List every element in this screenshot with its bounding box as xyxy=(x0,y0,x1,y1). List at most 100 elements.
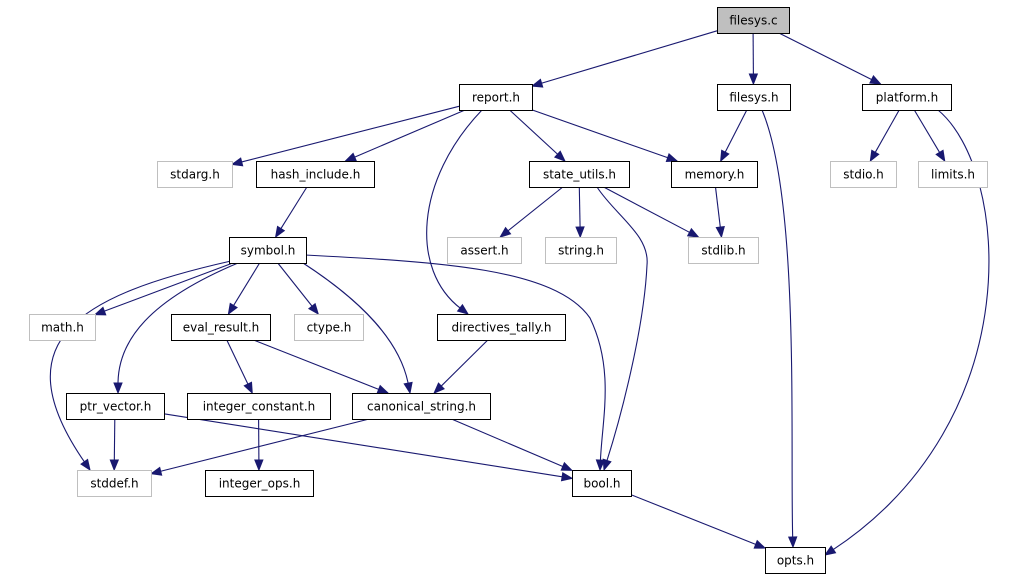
node-label: limits.h xyxy=(931,168,975,182)
node-filesys-c[interactable]: filesys.c xyxy=(717,7,790,34)
edge-bool_h-to-opts_h xyxy=(630,494,767,549)
node-symbol-h[interactable]: symbol.h xyxy=(229,237,307,264)
node-integer-constant-h[interactable]: integer_constant.h xyxy=(187,393,331,420)
node-canonical-string-h[interactable]: canonical_string.h xyxy=(352,393,491,420)
edge-arrowhead xyxy=(227,302,238,316)
edge-canonical_string_h-to-bool_h xyxy=(451,418,574,471)
node-bool-h[interactable]: bool.h xyxy=(572,470,632,497)
node-label: bool.h xyxy=(583,477,620,491)
node-hash-include-h[interactable]: hash_include.h xyxy=(256,161,375,188)
node-label: ptr_vector.h xyxy=(80,400,152,414)
edge-line xyxy=(302,262,409,385)
node-label: symbol.h xyxy=(241,244,296,258)
edge-arrowhead xyxy=(787,536,798,549)
edge-arrowhead xyxy=(686,227,700,238)
edge-arrowhead xyxy=(109,459,120,472)
node-box xyxy=(171,314,271,341)
edge-filesys_c-to-platform_h xyxy=(778,32,882,85)
edge-line xyxy=(353,109,466,159)
node-label: memory.h xyxy=(685,168,745,182)
edge-arrowhead xyxy=(823,545,837,556)
edge-line xyxy=(277,262,314,308)
node-label: report.h xyxy=(472,91,520,105)
edge-line xyxy=(761,109,794,539)
node-memory-h[interactable]: memory.h xyxy=(671,161,758,188)
edge-line xyxy=(113,418,116,462)
edge-arrowhead xyxy=(403,381,413,395)
edge-line xyxy=(163,413,564,478)
edge-arrowhead xyxy=(113,382,123,395)
edge-symbol_h-to-bool_h xyxy=(304,254,606,472)
node-label: hash_include.h xyxy=(271,168,361,182)
edge-report_h-to-state_utils_h xyxy=(509,109,566,162)
node-label: state_utils.h xyxy=(543,168,616,182)
edge-line xyxy=(103,262,233,313)
edge-symbol_h-to-ctype_h xyxy=(277,262,320,316)
node-box xyxy=(157,161,233,188)
edge-line xyxy=(578,186,581,229)
edge-line xyxy=(778,32,873,81)
node-label: platform.h xyxy=(876,91,938,105)
edge-line xyxy=(304,254,606,462)
edges-layer xyxy=(49,30,990,556)
node-eval-result-h[interactable]: eval_result.h xyxy=(171,314,271,341)
edge-line xyxy=(117,262,239,385)
edge-state_utils_h-to-string_h xyxy=(575,186,585,239)
edge-report_h-to-stdarg_h xyxy=(230,105,460,167)
edge-filesys_c-to-filesys_h xyxy=(748,32,759,86)
edge-platform_h-to-stdio_h xyxy=(869,109,900,163)
edge-state_utils_h-to-stdlib_h xyxy=(603,186,700,238)
node-box xyxy=(918,161,988,188)
node-label: eval_result.h xyxy=(183,321,260,335)
node-box xyxy=(572,470,632,497)
edge-arrowhead xyxy=(456,303,470,315)
node-box xyxy=(671,161,758,188)
edge-arrowhead xyxy=(274,225,286,239)
edge-ptr_vector_h-to-bool_h xyxy=(163,413,574,482)
node-label: integer_constant.h xyxy=(203,400,316,414)
node-box xyxy=(229,237,307,264)
node-box xyxy=(688,237,759,264)
edge-arrowhead xyxy=(149,466,163,476)
node-box xyxy=(830,161,897,188)
node-label: filesys.h xyxy=(729,91,778,105)
edge-report_h-to-directives_tally_h xyxy=(426,109,483,315)
node-label: filesys.c xyxy=(729,14,777,28)
edge-arrowhead xyxy=(665,153,679,162)
edge-line xyxy=(913,109,941,154)
edge-line xyxy=(630,494,757,546)
edge-line xyxy=(279,186,308,230)
edge-arrowhead xyxy=(499,226,512,238)
node-opts-h[interactable]: opts.h xyxy=(765,547,826,574)
edge-line xyxy=(426,109,483,310)
node-platform-h[interactable]: platform.h xyxy=(862,84,952,111)
edge-arrowhead xyxy=(595,459,606,472)
node-box xyxy=(66,393,165,420)
node-ptr-vector-h[interactable]: ptr_vector.h xyxy=(66,393,165,420)
edge-line xyxy=(531,109,669,159)
edge-arrowhead xyxy=(602,458,612,472)
edge-report_h-to-memory_h xyxy=(531,109,679,162)
edge-line xyxy=(440,339,489,388)
edge-filesys_h-to-memory_h xyxy=(720,109,748,163)
node-integer-ops-h[interactable]: integer_ops.h xyxy=(205,470,314,497)
node-filesys-h[interactable]: filesys.h xyxy=(717,84,791,111)
edge-line xyxy=(451,418,564,468)
node-report-h[interactable]: report.h xyxy=(459,84,533,111)
node-box xyxy=(205,470,314,497)
node-label: stdlib.h xyxy=(701,244,745,258)
node-state-utils-h[interactable]: state_utils.h xyxy=(529,161,630,188)
edge-line xyxy=(49,260,232,463)
edge-line xyxy=(724,109,748,154)
edge-line xyxy=(596,186,648,462)
node-directives-tally-h[interactable]: directives_tally.h xyxy=(437,314,566,341)
node-box xyxy=(29,314,96,341)
node-label: directives_tally.h xyxy=(452,321,552,335)
node-label: ctype.h xyxy=(307,321,352,335)
edge-arrowhead xyxy=(869,75,882,85)
edge-arrowhead xyxy=(307,302,320,316)
edge-arrowhead xyxy=(344,152,357,162)
edge-line xyxy=(603,186,691,234)
